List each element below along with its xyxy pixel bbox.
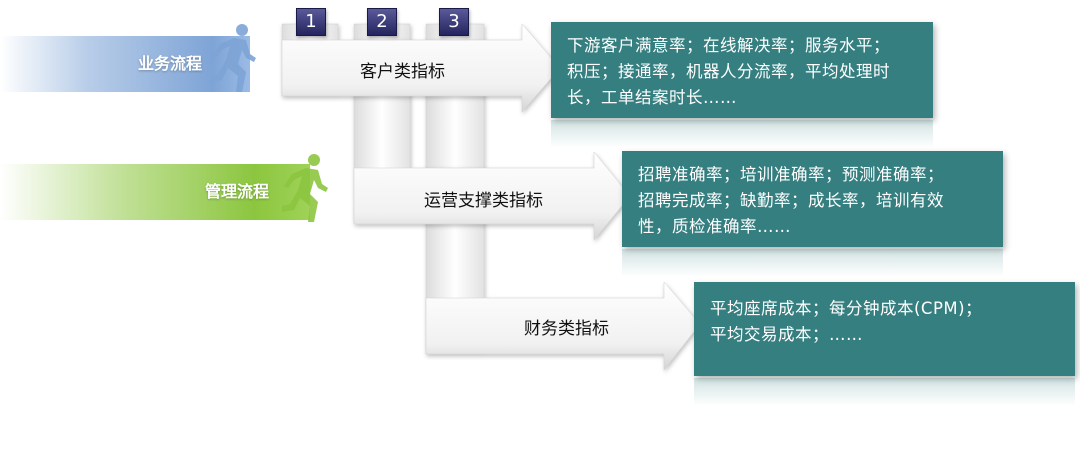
step-number-3: 3 — [439, 8, 469, 36]
box-reflection — [622, 249, 1003, 277]
indicator-box-operations: 招聘准确率；培训准确率；预测准确率； 招聘完成率；缺勤率；成长率，培训有效 性，… — [622, 151, 1003, 247]
box-line: 平均交易成本；…… — [710, 325, 863, 344]
step-number-2: 2 — [367, 8, 397, 36]
box-line: 性，质检准确率…… — [638, 217, 791, 236]
runner-icon — [210, 24, 256, 92]
box-reflection — [551, 120, 933, 148]
box-line: 积压；接通率，机器人分流率，平均处理时 — [567, 62, 890, 81]
arrow-label-customer: 客户类指标 — [360, 62, 445, 82]
process-banner-management: 管理流程 — [0, 164, 310, 220]
process-label-business: 业务流程 — [138, 54, 203, 73]
box-line: 招聘准确率；培训准确率；预测准确率； — [638, 165, 944, 184]
runner-icon — [282, 154, 328, 222]
process-label-management: 管理流程 — [205, 182, 270, 201]
box-line: 长，工单结案时长…… — [567, 88, 737, 107]
box-line: 下游客户满意率；在线解决率；服务水平； — [567, 36, 890, 55]
step-number-1: 1 — [296, 8, 326, 36]
arrow-customer — [281, 23, 561, 113]
box-line: 平均座席成本；每分钟成本(CPM)； — [710, 299, 983, 318]
process-banner-business: 业务流程 — [0, 36, 250, 92]
indicator-box-finance: 平均座席成本；每分钟成本(CPM)； 平均交易成本；…… — [694, 282, 1075, 376]
arrow-operations — [353, 23, 631, 241]
box-line: 招聘完成率；缺勤率；成长率，培训有效 — [638, 191, 944, 210]
arrow-label-operations: 运营支撑类指标 — [424, 191, 543, 211]
box-reflection — [694, 378, 1075, 406]
arrow-label-finance: 财务类指标 — [524, 319, 609, 339]
indicator-box-customer: 下游客户满意率；在线解决率；服务水平； 积压；接通率，机器人分流率，平均处理时 … — [551, 22, 933, 118]
